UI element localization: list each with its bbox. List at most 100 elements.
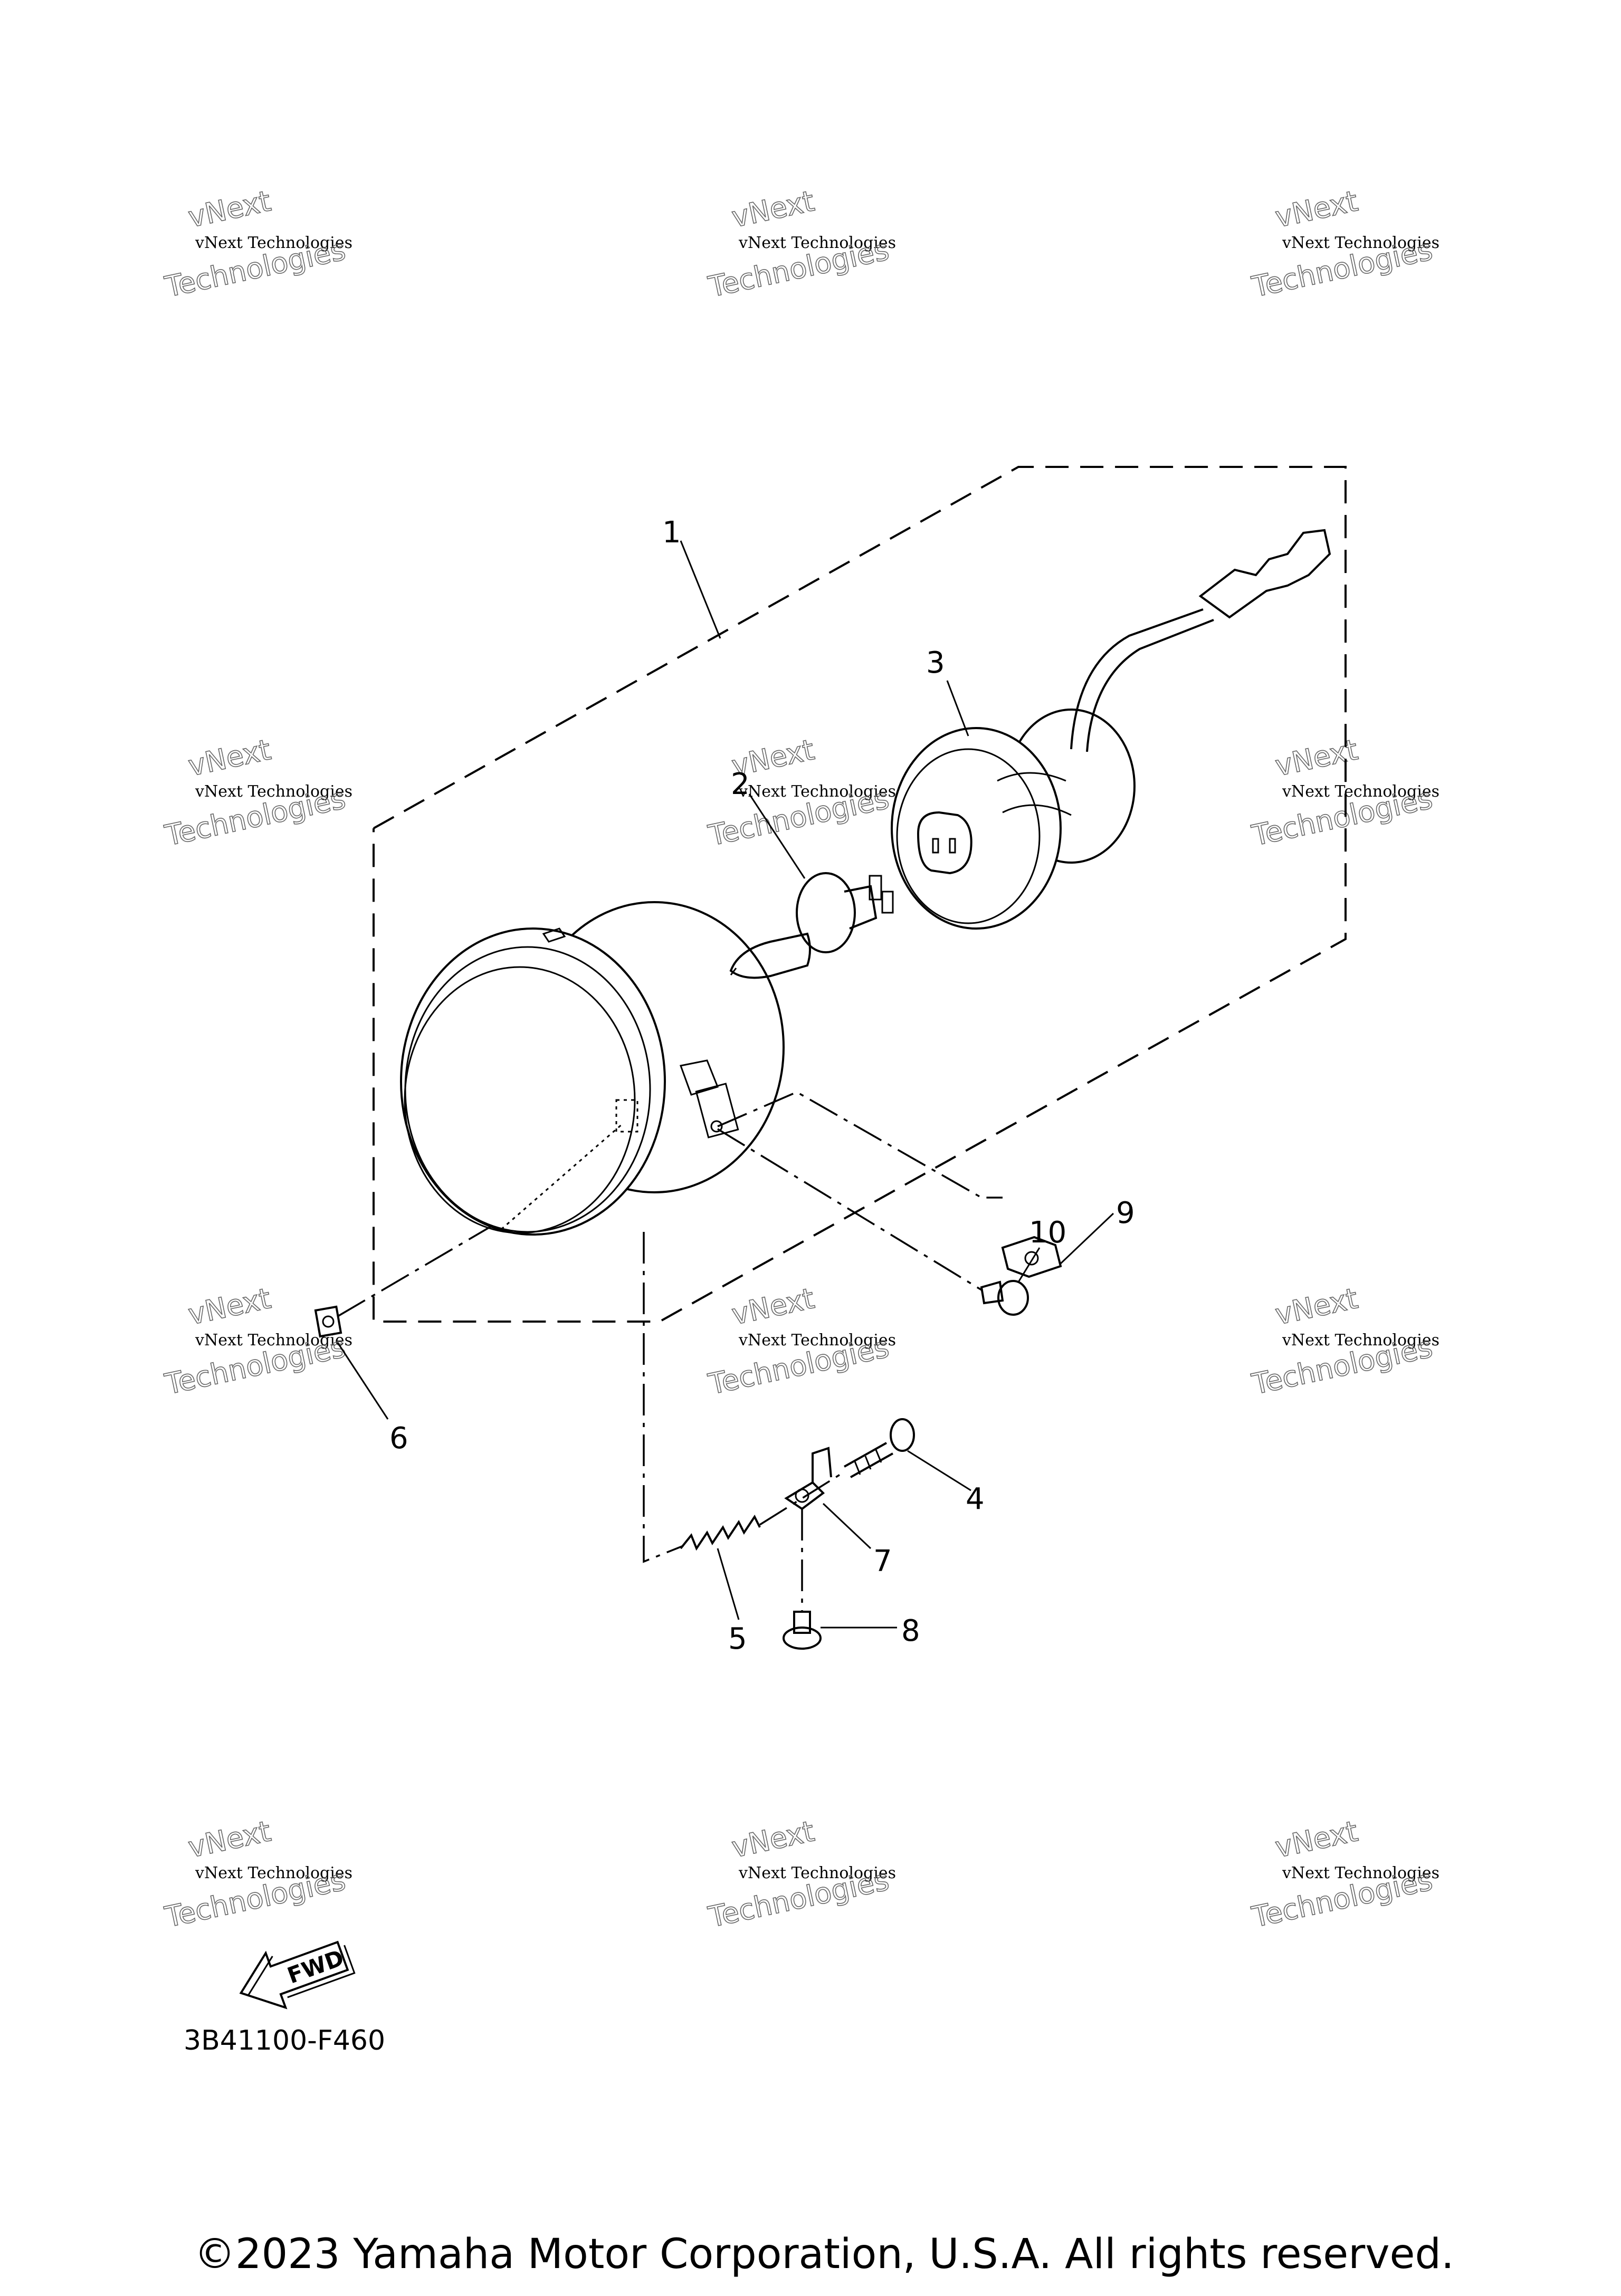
lens-face [404, 966, 636, 1234]
center-line-5 [643, 1232, 684, 1563]
part-label-6: 6 [389, 1421, 408, 1456]
screw-head [890, 1418, 915, 1452]
hidden-line [501, 1123, 623, 1230]
leader-4 [907, 1450, 971, 1491]
diagram-code: 3B41100-F460 [184, 2025, 386, 2056]
svg-text:vNext: vNext [185, 1814, 273, 1864]
svg-text:vNext Technologies: vNext Technologies [738, 782, 896, 801]
screw-shaft [844, 1442, 893, 1478]
socket-pin [949, 838, 956, 854]
svg-text:vNext Technologies: vNext Technologies [1282, 782, 1439, 801]
clip-body [1001, 1236, 1062, 1278]
center-lines [337, 1091, 1003, 1612]
bracket [784, 1447, 832, 1510]
clip-hole [1024, 1251, 1039, 1266]
bolt-shaft [793, 1611, 811, 1634]
screw-head [997, 1280, 1029, 1316]
svg-text:vNext: vNext [185, 184, 273, 234]
bolt-head [783, 1627, 822, 1650]
fwd-arrow-shape [239, 1940, 349, 2010]
watermark: vNext vNext Technologies Technologies [705, 1281, 896, 1401]
svg-text:vNext: vNext [729, 1814, 817, 1864]
svg-text:vNext: vNext [1272, 184, 1360, 234]
svg-text:vNext: vNext [1272, 733, 1360, 782]
center-line-9 [717, 1091, 1003, 1199]
leader-7 [822, 1503, 872, 1549]
watermark: vNext vNext Technologies Technologies [1248, 1814, 1439, 1934]
watermark: vNext vNext Technologies Technologies [705, 1814, 896, 1934]
watermark: vNext vNext Technologies Technologies [705, 184, 896, 304]
svg-text:vNext Technologies: vNext Technologies [738, 1331, 896, 1350]
cover-rim [891, 727, 1062, 930]
watermark: vNext vNext Technologies Technologies [1248, 1281, 1439, 1401]
svg-text:vNext: vNext [729, 1281, 817, 1331]
svg-text:vNext: vNext [1272, 1281, 1360, 1331]
leader-lines [337, 540, 1114, 1629]
small-screw [980, 1280, 1029, 1316]
leader-9 [1060, 1212, 1114, 1265]
clip [1001, 1236, 1062, 1278]
bulb-flange [796, 872, 856, 953]
svg-text:vNext Technologies: vNext Technologies [1282, 1864, 1439, 1882]
part-label-4: 4 [966, 1482, 985, 1516]
fwd-arrow: FWD [239, 1940, 356, 2010]
part-label-5: 5 [728, 1622, 747, 1656]
wire-harness [1070, 608, 1204, 750]
socket-plug [917, 811, 972, 875]
svg-text:vNext Technologies: vNext Technologies [195, 234, 352, 252]
svg-text:vNext Technologies: vNext Technologies [1282, 234, 1439, 252]
hidden-nut-slot [615, 1099, 638, 1133]
leader-2 [748, 793, 806, 879]
headlight-unit [400, 901, 785, 1236]
part-label-1: 1 [662, 515, 681, 550]
leader-1 [680, 540, 721, 639]
bracket-base [784, 1481, 825, 1510]
square-nut [314, 1305, 342, 1338]
cover-inner [896, 748, 1041, 924]
watermark-group: vNext vNext Technologies Technologies vN… [161, 184, 1439, 1934]
socket-pin [932, 838, 939, 854]
svg-text:vNext Technologies: vNext Technologies [738, 234, 896, 252]
watermark: vNext vNext Technologies Technologies [161, 732, 352, 853]
part-label-9: 9 [1116, 1196, 1135, 1230]
bulb-tip [730, 968, 737, 975]
leader-5 [717, 1548, 740, 1620]
svg-text:vNext Technologies: vNext Technologies [1282, 1331, 1439, 1350]
screw-threads [854, 1449, 882, 1475]
mount-bracket [679, 1059, 719, 1096]
center-line-10 [717, 1128, 982, 1291]
part-label-8: 8 [901, 1614, 920, 1648]
watermark: vNext vNext Technologies Technologies [161, 1281, 352, 1401]
adjusting-screw [844, 1418, 915, 1478]
watermark: vNext vNext Technologies Technologies [1248, 184, 1439, 304]
svg-text:vNext Technologies: vNext Technologies [738, 1864, 896, 1882]
watermark: vNext vNext Technologies Technologies [1248, 732, 1439, 853]
part-label-10: 10 [1029, 1216, 1066, 1250]
part-label-7: 7 [873, 1544, 892, 1578]
screw-body [980, 1280, 1004, 1305]
leader-6 [337, 1342, 389, 1420]
bracket-hole [795, 1488, 809, 1503]
bulb-base [844, 885, 878, 930]
part-label-2: 2 [731, 767, 750, 801]
socket-cover [891, 529, 1331, 930]
part-label-3: 3 [926, 646, 945, 680]
mount-hole [710, 1120, 723, 1133]
svg-text:vNext Technologies: vNext Technologies [195, 1864, 352, 1882]
bulb-terminal [881, 891, 894, 914]
svg-text:vNext: vNext [1272, 1814, 1360, 1864]
copyright-notice: ©2023 Yamaha Motor Corporation, U.S.A. A… [194, 2231, 1454, 2278]
svg-text:vNext Technologies: vNext Technologies [195, 1331, 352, 1350]
watermark: vNext vNext Technologies Technologies [161, 184, 352, 304]
bulb-terminal [869, 875, 882, 901]
center-line-6 [337, 1226, 491, 1317]
nut-body [314, 1305, 342, 1338]
spring [680, 1515, 761, 1551]
svg-text:vNext: vNext [185, 1281, 273, 1331]
svg-text:vNext Technologies: vNext Technologies [195, 782, 352, 801]
connector [1198, 529, 1331, 619]
cover-wires [997, 772, 1072, 816]
spring-coil [680, 1515, 761, 1551]
wire-harness [1086, 619, 1214, 752]
